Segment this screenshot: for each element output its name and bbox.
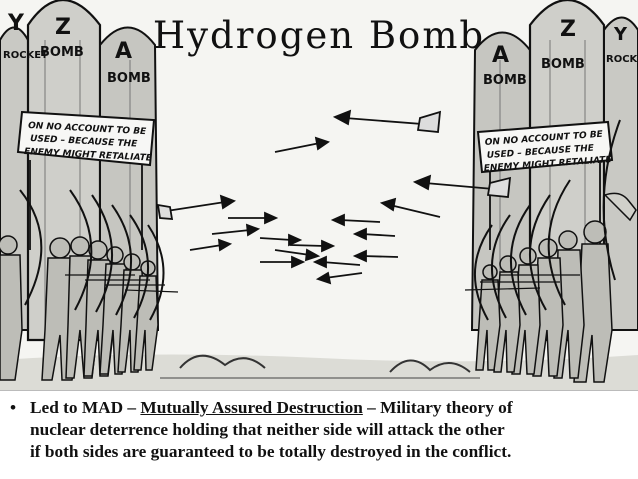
bullet-text: Led to MAD – Mutually Assured Destructio…	[30, 397, 630, 463]
bullet-line-2: nuclear deterrence holding that neither …	[30, 420, 505, 439]
left-archers	[0, 189, 179, 381]
bullet-line-3: if both sides are guaranteed to be total…	[30, 442, 512, 461]
bomb-letter-y-right: Y	[613, 24, 628, 45]
bomb-label-right-2: BOMB	[541, 57, 585, 72]
rocket-label-left: ROCKET	[3, 50, 48, 61]
bullet-symbol: •	[10, 398, 17, 417]
bullet-rest-line-1: – Military theory of	[362, 398, 513, 417]
right-archers	[464, 119, 637, 383]
bomb-letter-z-right: Z	[560, 17, 576, 42]
slide-title: Hydrogen Bomb	[152, 14, 486, 57]
left-bombs: Y ROCKET Z BOMB A BOMB	[0, 0, 160, 342]
bomb-label-left-1: BOMB	[40, 45, 84, 60]
bullet-lead: Led to MAD –	[30, 398, 141, 417]
bomb-letter-a-left: A	[115, 39, 132, 64]
bullet-term: Mutually Assured Destruction	[140, 398, 363, 417]
bomb-letter-a-right: A	[492, 43, 509, 68]
rocket-label-right: ROCKET	[606, 54, 638, 65]
bottom-text-panel	[0, 390, 638, 479]
bomb-label-right-1: BOMB	[483, 73, 527, 88]
bomb-label-left-2: BOMB	[107, 71, 151, 86]
arrows	[156, 109, 512, 285]
left-sign: ON NO ACCOUNT TO BE USED – BECAUSE THE E…	[16, 110, 156, 250]
cartoon-illustration: Y ROCKET Z BOMB A BOMB A BOMB Z BOMB Y R…	[0, 0, 638, 390]
bomb-letter-y-left: Y	[7, 11, 25, 36]
bomb-letter-z-left: Z	[55, 15, 71, 40]
bullet-point-mad: • Led to MAD – Mutually Assured Destruct…	[10, 397, 630, 463]
